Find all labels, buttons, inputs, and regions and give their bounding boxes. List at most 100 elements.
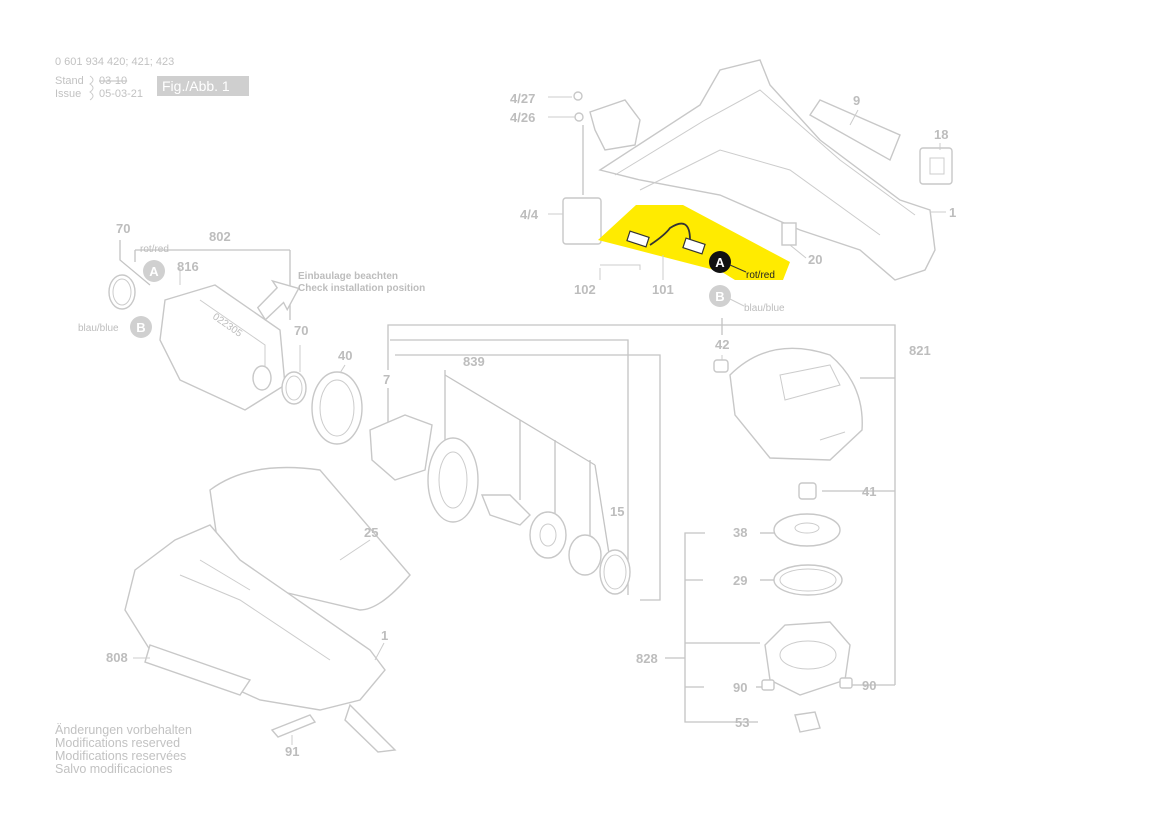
label-40: 40 xyxy=(338,348,352,363)
label-816: 816 xyxy=(177,259,199,274)
connector-b-dot xyxy=(709,285,731,307)
label-4-26: 4/26 xyxy=(510,110,535,125)
handle-assembly xyxy=(562,59,953,281)
screw-91 xyxy=(270,714,317,738)
connector-a-label: rot/red xyxy=(746,270,775,281)
label-839: 839 xyxy=(463,354,485,369)
cable-wire xyxy=(626,222,706,255)
stand-value: 03-10 xyxy=(99,75,127,87)
label-70-mid: 70 xyxy=(294,323,308,338)
install-arrow xyxy=(256,279,300,321)
pinion-gear xyxy=(568,534,602,576)
motor-assembly: 022305 xyxy=(108,240,363,445)
gear-housing xyxy=(369,414,433,481)
label-91: 91 xyxy=(285,744,299,759)
housing-rib-2 xyxy=(199,559,251,591)
spindle-clip xyxy=(794,711,821,733)
header-block: 0 601 934 420; 421; 423 Stand Issue 03-1… xyxy=(55,56,249,101)
label-90-right: 90 xyxy=(862,678,876,693)
motor-connector-a-letter: A xyxy=(149,264,159,279)
install-note-de: Einbaulage beachten xyxy=(298,271,398,282)
label-90-left: 90 xyxy=(733,680,747,695)
label-plate-808 xyxy=(144,644,252,696)
label-821: 821 xyxy=(909,343,931,358)
gear-head-arrow xyxy=(819,431,846,441)
label-38: 38 xyxy=(733,525,747,540)
housing-rib xyxy=(179,574,331,661)
install-note-en: Check installation position xyxy=(298,283,425,294)
connector-a-dot xyxy=(709,251,731,273)
label-41: 41 xyxy=(862,484,876,499)
needle-sleeve xyxy=(798,482,817,500)
housing-foot xyxy=(344,703,397,753)
part-number: 0 601 934 420; 421; 423 xyxy=(55,56,174,68)
label-29: 29 xyxy=(733,573,747,588)
connector-b-label: blau/blue xyxy=(744,303,785,314)
connector-b-letter: B xyxy=(715,289,724,304)
label-70-top: 70 xyxy=(116,221,130,236)
issue-label: Issue xyxy=(55,88,81,100)
footer-notes: Änderungen vorbehalten Modifications res… xyxy=(55,723,192,776)
motor-connector-b-letter: B xyxy=(136,320,145,335)
label-1-bottom: 1 xyxy=(381,628,388,643)
motor-connector-b-dot xyxy=(130,316,152,338)
motor-connector-a-label: rot/red xyxy=(140,244,169,255)
switch-button xyxy=(919,147,953,185)
motor-pinion xyxy=(252,365,272,391)
screw-90-right xyxy=(839,677,853,689)
stand-label: Stand xyxy=(55,75,84,87)
leader-102 xyxy=(600,264,641,270)
screw-small xyxy=(573,91,583,101)
handle-housing xyxy=(598,59,936,281)
clip-part xyxy=(781,222,797,246)
label-7: 7 xyxy=(383,372,390,387)
switch-button-window xyxy=(929,157,945,175)
leader-70-top xyxy=(119,240,151,286)
label-802: 802 xyxy=(209,229,231,244)
armature-shaft xyxy=(480,494,531,526)
motor-connector-b-label: blau/blue xyxy=(78,323,119,334)
bracket-main xyxy=(387,324,896,370)
footer-line-1: Änderungen vorbehalten xyxy=(55,723,192,737)
gear-head-housing xyxy=(729,347,863,461)
screw-90-left xyxy=(761,679,775,691)
label-15: 15 xyxy=(610,504,624,519)
gear-head-assembly xyxy=(665,318,896,733)
connector-a-marker: A rot/red xyxy=(709,251,775,281)
label-1-top: 1 xyxy=(949,205,956,220)
bracket-15 xyxy=(390,339,629,595)
motor-connector-a-dot xyxy=(143,260,165,282)
label-plate xyxy=(808,99,901,162)
label-18: 18 xyxy=(934,127,948,142)
label-828: 828 xyxy=(636,651,658,666)
connector-b-marker: B blau/blue xyxy=(709,285,785,314)
fan-wheel xyxy=(427,437,479,523)
label-25: 25 xyxy=(364,525,378,540)
label-53: 53 xyxy=(735,715,749,730)
handle-rail-inner xyxy=(639,149,881,236)
label-9: 9 xyxy=(853,93,860,108)
bracket-left xyxy=(684,532,758,723)
brace-glyph xyxy=(89,75,94,101)
lower-housing xyxy=(124,466,411,753)
figure-label: Fig./Abb. 1 xyxy=(162,78,230,94)
bracket-outer xyxy=(395,354,661,601)
gear-train xyxy=(369,324,896,601)
bearing xyxy=(529,511,567,559)
label-4-27: 4/27 xyxy=(510,91,535,106)
footer-line-2: Modifications reserved xyxy=(55,736,180,750)
switch-block xyxy=(562,197,602,245)
footer-line-3: Modifications reservées xyxy=(55,749,186,763)
gear-head-window xyxy=(779,364,841,401)
o-ring-15 xyxy=(599,549,631,595)
bearing-flange xyxy=(764,621,851,696)
label-101: 101 xyxy=(652,282,674,297)
label-102: 102 xyxy=(574,282,596,297)
label-4-4: 4/4 xyxy=(520,207,539,222)
handle-rail xyxy=(614,89,916,216)
label-20: 20 xyxy=(808,252,822,267)
washer-small xyxy=(574,112,584,122)
label-808: 808 xyxy=(106,650,128,665)
switch-slider xyxy=(589,99,641,151)
